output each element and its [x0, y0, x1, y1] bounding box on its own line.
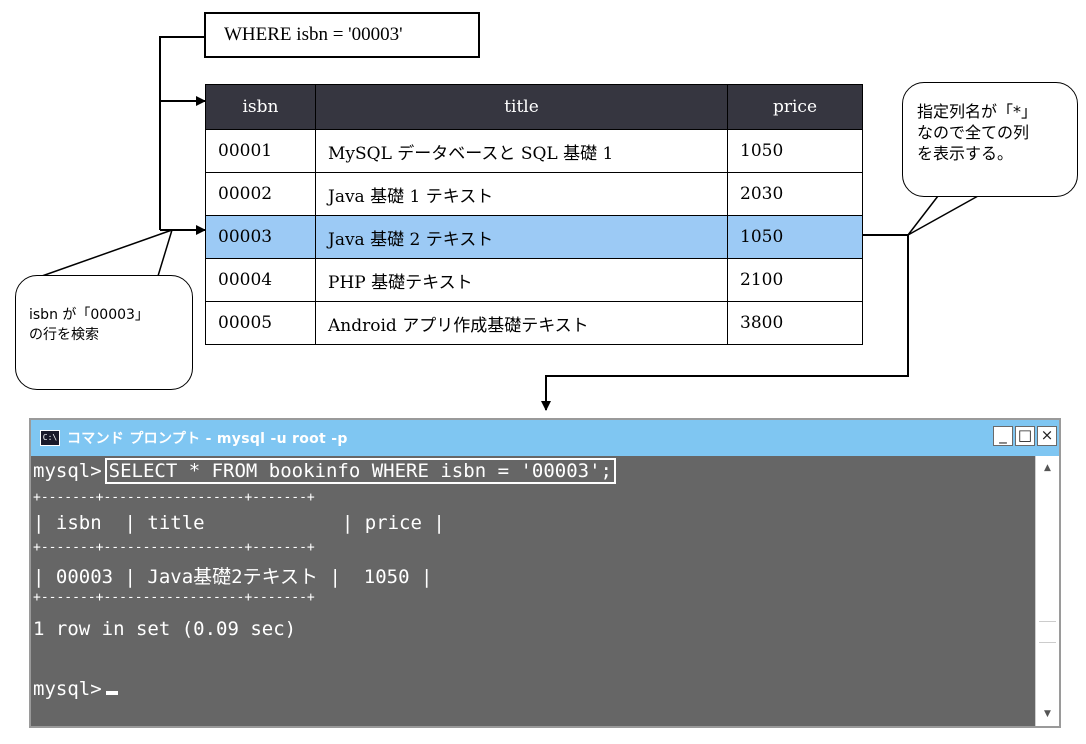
result-connector-line — [541, 234, 909, 411]
callout-right-line1: 指定列名が「*」 — [917, 102, 1038, 121]
window-titlebar[interactable]: C:\ コマンド プロンプト - mysql -u root -p _ □ × — [31, 420, 1059, 456]
query-text: SELECT * FROM bookinfo WHERE isbn = '000… — [104, 458, 616, 484]
table-row: 00001 MySQL データベースと SQL 基礎 1 1050 — [205, 129, 863, 173]
column-header-title: title — [315, 84, 728, 130]
command-prompt-window: C:\ コマンド プロンプト - mysql -u root -p _ □ × … — [29, 418, 1061, 728]
right-callout-tail — [907, 195, 979, 236]
callout-left-line1: isbn が「00003」 — [29, 307, 149, 323]
callout-all-columns: 指定列名が「*」 なので全ての列 を表示する。 — [902, 82, 1078, 197]
column-header-isbn: isbn — [205, 84, 316, 130]
callout-right-line2: なので全ての列 — [917, 123, 1030, 142]
cell-title: Java 基礎 1 テキスト — [315, 172, 728, 216]
where-clause-text: WHERE isbn = '00003' — [224, 24, 403, 45]
result-summary: 1 row in set (0.09 sec) — [33, 618, 297, 640]
scroll-down-arrow-icon[interactable]: ▼ — [1044, 709, 1051, 719]
cell-isbn: 00002 — [205, 172, 316, 216]
cell-isbn: 00001 — [205, 129, 316, 173]
vertical-scrollbar[interactable]: ▲ ▼ — [1035, 456, 1059, 726]
table-row: 00005 Android アプリ作成基礎テキスト 3800 — [205, 301, 863, 345]
cell-isbn: 00003 — [205, 215, 316, 259]
window-title: コマンド プロンプト - mysql -u root -p — [67, 431, 348, 447]
query-line: mysql>SELECT * FROM bookinfo WHERE isbn … — [33, 458, 616, 484]
cell-price: 1050 — [727, 129, 863, 173]
cell-price: 2100 — [727, 258, 863, 302]
bookinfo-table: isbn title price 00001 MySQL データベースと SQL… — [205, 84, 863, 345]
cell-title: Java 基礎 2 テキスト — [315, 215, 728, 259]
where-connector-line — [159, 36, 204, 230]
final-prompt-line: mysql> — [33, 678, 118, 700]
cell-price: 3800 — [727, 301, 863, 345]
result-data-row: | 00003 | Java基礎2テキスト | 1050 | — [33, 566, 433, 588]
scroll-up-arrow-icon[interactable]: ▲ — [1044, 463, 1051, 473]
left-callout-tail — [41, 229, 173, 277]
final-prompt-text: mysql> — [33, 678, 102, 700]
result-header-row: | isbn | title | price | — [33, 512, 445, 534]
prompt-text: mysql> — [33, 460, 102, 482]
callout-right-line3: を表示する。 — [917, 144, 1014, 163]
result-separator-top: +-------+------------------+-------+ — [33, 490, 315, 505]
maximize-button[interactable]: □ — [1015, 426, 1035, 446]
cell-isbn: 00005 — [205, 301, 316, 345]
table-row: 00004 PHP 基礎テキスト 2100 — [205, 258, 863, 302]
close-button[interactable]: × — [1037, 426, 1057, 446]
cell-price: 2030 — [727, 172, 863, 216]
cell-isbn: 00004 — [205, 258, 316, 302]
column-header-price: price — [727, 84, 863, 130]
cell-title: MySQL データベースと SQL 基礎 1 — [315, 129, 728, 173]
window-controls: _ □ × — [993, 426, 1057, 446]
table-row-highlighted: 00003 Java 基礎 2 テキスト 1050 — [205, 215, 863, 259]
table-header-row: isbn title price — [205, 84, 863, 130]
table-row: 00002 Java 基礎 1 テキスト 2030 — [205, 172, 863, 216]
cell-price: 1050 — [727, 215, 863, 259]
text-cursor — [105, 691, 118, 695]
callout-search-row: isbn が「00003」 の行を検索 — [15, 275, 193, 390]
console-output[interactable]: mysql>SELECT * FROM bookinfo WHERE isbn … — [31, 456, 1035, 726]
where-clause-box: WHERE isbn = '00003' — [204, 12, 480, 58]
scroll-thumb[interactable] — [1039, 621, 1056, 643]
result-separator-bottom: +-------+------------------+-------+ — [33, 590, 315, 605]
cell-title: Android アプリ作成基礎テキスト — [315, 301, 728, 345]
console-icon: C:\ — [40, 430, 60, 446]
callout-left-line2: の行を検索 — [29, 327, 99, 343]
minimize-button[interactable]: _ — [993, 426, 1013, 446]
result-separator-mid: +-------+------------------+-------+ — [33, 540, 315, 555]
cell-title: PHP 基礎テキスト — [315, 258, 728, 302]
